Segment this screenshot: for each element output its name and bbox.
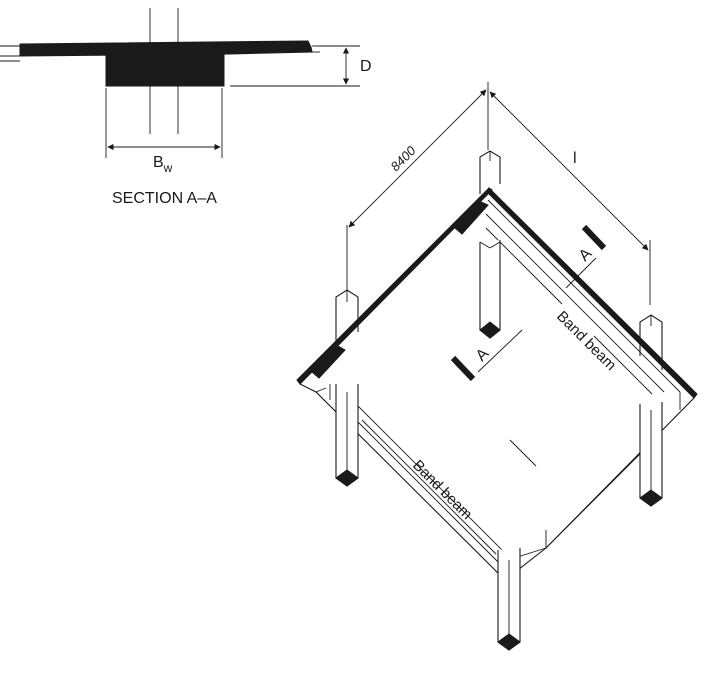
column-left [335, 384, 359, 487]
band-beam-section [105, 51, 225, 87]
band-beam-label-right: Band beam [553, 308, 619, 374]
slab-inner-edge [545, 453, 641, 549]
band-beam-right-edge [485, 213, 665, 393]
span-dimension-line [348, 89, 487, 228]
slab-inner-edge [509, 439, 537, 467]
slab-outline [299, 383, 695, 581]
section-cut-marker-bottom [450, 355, 476, 382]
length-label: l [573, 150, 577, 167]
column-front [497, 548, 521, 651]
floor-plan: 8400 l A A Band beam Band beam [296, 82, 698, 651]
band-beam-bottom-edge [339, 387, 511, 559]
beam-section-mark [311, 345, 346, 379]
width-label-sub: w [163, 161, 173, 175]
column-back [479, 240, 501, 339]
section-cut-marker-top [581, 224, 607, 251]
section-caption: SECTION A–A [112, 190, 217, 207]
slab-edge-top-left [296, 187, 493, 385]
column-right [639, 402, 663, 507]
section-a-a: D Bw SECTION A–A [0, 8, 372, 207]
width-label-main: B [153, 154, 164, 171]
length-dimension-line [489, 91, 649, 251]
band-beam-bottom-edge [361, 419, 497, 555]
band-beam-label-bottom: Band beam [409, 457, 475, 523]
column-base-shade [479, 321, 501, 339]
band-beam-right-edge [593, 335, 653, 395]
section-cut-line [565, 257, 597, 289]
width-label: Bw [153, 154, 173, 175]
section-cut-line [477, 329, 523, 373]
section-cut-label-bottom: A [473, 345, 493, 365]
band-beam-bottom-edge [339, 403, 501, 565]
depth-label: D [360, 58, 372, 75]
slab-outline [315, 387, 327, 393]
slab-edge-top-right [487, 186, 698, 399]
span-label: 8400 [388, 143, 420, 175]
